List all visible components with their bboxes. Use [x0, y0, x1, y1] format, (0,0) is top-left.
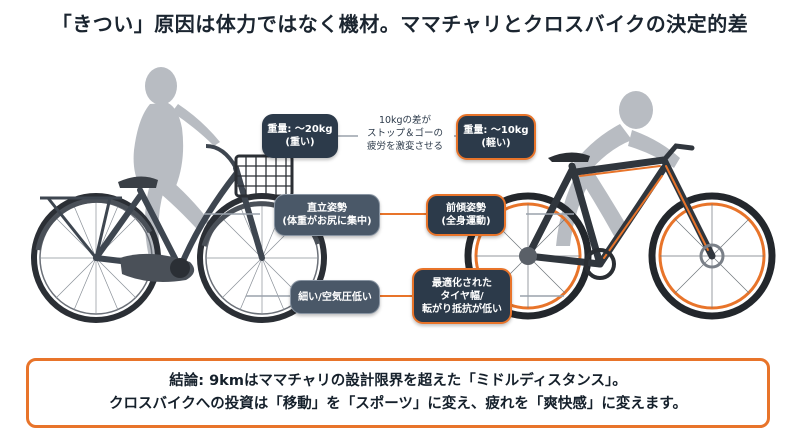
cross-bike-illustration — [464, 91, 776, 320]
page-title: 「きつい」原因は体力ではなく機材。ママチャリとクロスバイクの決定的差 — [51, 12, 749, 36]
weight-left-line-1: 重量: ～20kg — [267, 124, 333, 135]
weight-right-line-2: (軽い) — [481, 138, 511, 149]
weight-left-label: 重量: ～20kg (重い) — [262, 114, 338, 158]
conclusion-box: 結論: 9kmはママチャリの設計限界を超えた「ミドルディスタンス」。 クロスバイ… — [26, 358, 770, 428]
connector-lines — [204, 135, 574, 297]
city-bike-illustration — [31, 67, 327, 323]
posture-right-line-1: 前傾姿勢 — [445, 203, 486, 214]
weight-left-line-2: (重い) — [285, 137, 315, 148]
cross-bike-rider-silhouette — [556, 91, 680, 246]
conclusion-line-2: クロスバイクへの投資は「移動」を「スポーツ」に変え、疲れを「爽快感」に変えます。 — [109, 396, 687, 412]
posture-left-line-2: (体重がお尻に集中) — [282, 216, 372, 227]
tire-right-line-1: 最適化された — [432, 277, 492, 289]
weight-difference-note: 10kgの差が ストップ＆ゴーの 疲労を激変させる — [350, 115, 460, 153]
weight-note-line-3: 疲労を激変させる — [366, 140, 443, 152]
tire-right-label: 最適化された タイヤ幅/ 転がり抵抗が低い — [412, 268, 512, 324]
weight-right-line-1: 重量: ～10kg — [463, 125, 529, 136]
weight-right-label: 重量: ～10kg (軽い) — [456, 114, 536, 160]
posture-right-line-2: (全身運動) — [441, 216, 491, 227]
posture-right-label: 前傾姿勢 (全身運動) — [426, 194, 506, 236]
weight-note-line-2: ストップ＆ゴーの — [366, 127, 443, 139]
tire-left-label: 細い/空気圧低い — [290, 280, 380, 314]
posture-left-line-1: 直立姿勢 — [306, 203, 347, 214]
weight-note-line-1: 10kgの差が — [378, 115, 432, 126]
tire-right-line-3: 転がり抵抗が低い — [422, 303, 502, 315]
tire-left-line-1: 細い/空気圧低い — [298, 291, 372, 303]
conclusion-line-1: 結論: 9kmはママチャリの設計限界を超えた「ミドルディスタンス」。 — [169, 372, 627, 389]
posture-left-label: 直立姿勢 (体重がお尻に集中) — [274, 194, 380, 236]
tire-right-line-2: タイヤ幅/ — [440, 290, 484, 302]
